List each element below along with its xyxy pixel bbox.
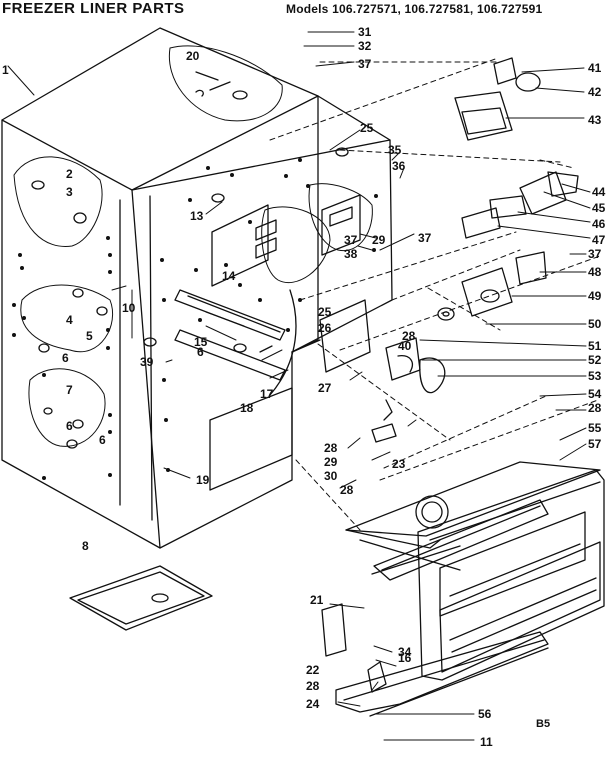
callout: 4 <box>66 313 73 327</box>
callout: 13 <box>190 209 204 223</box>
callout: 44 <box>592 185 606 199</box>
callout: 6 <box>62 351 69 365</box>
callout: 8 <box>82 539 89 553</box>
bracket-parts <box>195 89 387 693</box>
callout: 5 <box>86 329 93 343</box>
callout: 35 <box>388 143 402 157</box>
callout: 21 <box>310 593 324 607</box>
callout: 17 <box>260 387 274 401</box>
callout: 50 <box>588 317 602 331</box>
callout: 31 <box>358 25 372 39</box>
callout: 30 <box>324 469 338 483</box>
callout: 22 <box>306 663 320 677</box>
callout: 51 <box>588 339 602 353</box>
callout: 19 <box>196 473 210 487</box>
callout: 32 <box>358 39 372 53</box>
callout: 29 <box>372 233 386 247</box>
callout: 57 <box>588 437 602 451</box>
grille-shelf <box>345 461 601 581</box>
sealant-patches <box>13 45 373 447</box>
callout: 18 <box>240 401 254 415</box>
callout: 37 <box>358 57 372 71</box>
callout: 37 <box>344 233 358 247</box>
dashed-guides <box>269 57 601 531</box>
drip-tray <box>69 565 213 631</box>
callout: 11 <box>480 735 493 749</box>
callout: 16 <box>398 651 412 665</box>
callout: 28 <box>324 441 338 455</box>
callout: 37 <box>588 247 602 261</box>
liner-holes <box>12 158 378 480</box>
callout: 6 <box>197 345 204 359</box>
leader-lines <box>7 31 591 741</box>
callout: 42 <box>588 85 602 99</box>
callout: 28 <box>402 329 416 343</box>
callout: 3 <box>66 185 73 199</box>
callout: 23 <box>392 457 406 471</box>
callout: 34 <box>398 645 412 659</box>
callout: 55 <box>588 421 602 435</box>
callout: 20 <box>186 49 200 63</box>
callout: 49 <box>588 289 602 303</box>
callout: 39 <box>140 355 154 369</box>
callout: 41 <box>588 61 602 75</box>
callout: 10 <box>122 301 136 315</box>
diagram-code: B5 <box>536 718 551 730</box>
callout: 37 <box>418 231 432 245</box>
callout: 27 <box>318 381 332 395</box>
callout: 1 <box>2 63 9 77</box>
bottom-trim <box>335 631 549 717</box>
callout: 48 <box>588 265 602 279</box>
callout: 47 <box>592 233 606 247</box>
freezer-liner <box>1 27 393 549</box>
callout: 6 <box>99 433 106 447</box>
callout: 28 <box>588 401 602 415</box>
callout: 46 <box>592 217 606 231</box>
callout: 45 <box>592 201 606 215</box>
callout: 15 <box>194 335 208 349</box>
callout: 52 <box>588 353 602 367</box>
callout: 40 <box>398 339 412 353</box>
callout: 24 <box>306 697 320 711</box>
callout-labels: 1 2 3 4 5 6 6 6 6 7 8 10 11 13 14 15 16 … <box>2 25 606 749</box>
callout: 26 <box>318 321 332 335</box>
callout: 14 <box>222 269 236 283</box>
callout: 43 <box>588 113 602 127</box>
liner-hardware <box>31 71 349 449</box>
callout: 53 <box>588 369 602 383</box>
front-grille <box>417 469 605 681</box>
callout: 28 <box>340 483 354 497</box>
model-numbers: Models 106.727571, 106.727581, 106.72759… <box>286 2 543 16</box>
callout: 29 <box>324 455 338 469</box>
callout: 25 <box>318 305 332 319</box>
interior-panels <box>174 194 371 491</box>
callout: 36 <box>392 159 406 173</box>
callout: 2 <box>66 167 73 181</box>
callout: 54 <box>588 387 602 401</box>
callout: 56 <box>478 707 492 721</box>
callout: 6 <box>66 419 73 433</box>
control-components <box>371 57 579 443</box>
callout: 28 <box>306 679 320 693</box>
callout: 38 <box>344 247 358 261</box>
callout: 7 <box>66 383 73 397</box>
callout: 25 <box>360 121 374 135</box>
diagram-title: FREEZER LINER PARTS <box>2 0 185 17</box>
